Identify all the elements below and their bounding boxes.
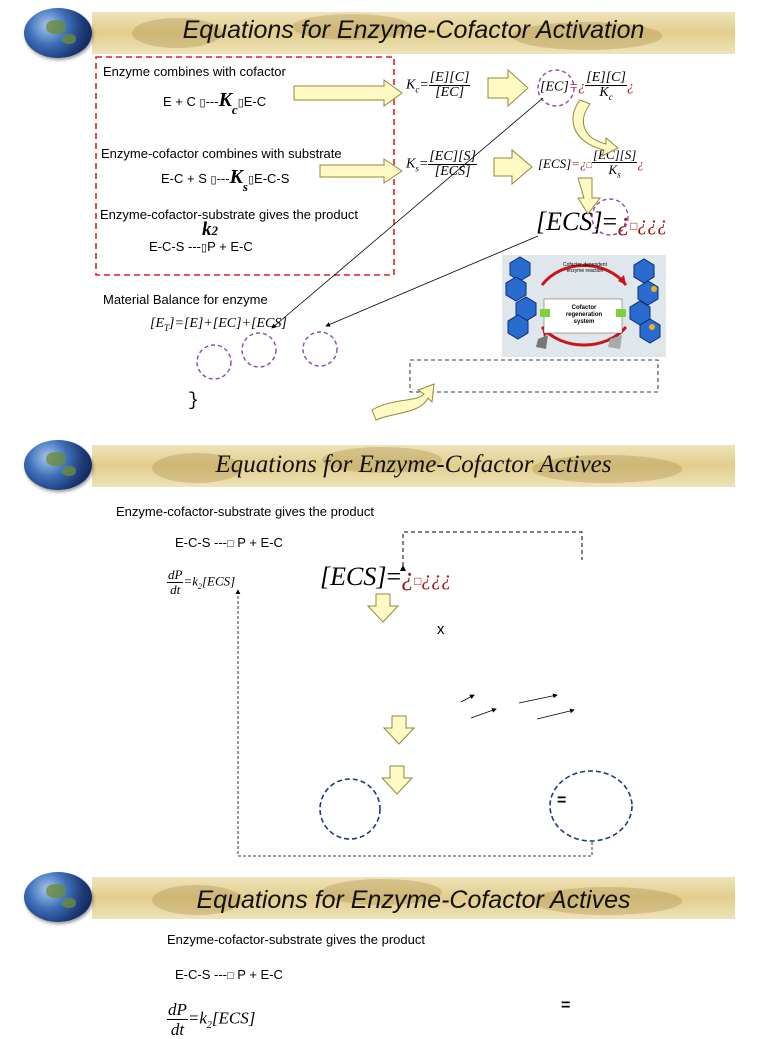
slide3-equals: = [561, 997, 571, 1014]
small-arrow-4 [536, 708, 575, 720]
slide2-title-banner: Equations for Enzyme-Cofactor Actives [92, 445, 735, 487]
slide3-label: Enzyme-cofactor-substrate gives the prod… [167, 932, 425, 947]
arrow-step1-to-kc [293, 79, 403, 107]
small-arrow-1 [460, 694, 475, 703]
circle-balance-ec [241, 332, 277, 368]
slide2-ecs-equation: [ECS]=¿□¿¿¿ [320, 562, 452, 591]
slide2-reaction: E-C-S ---□ P + E-C [175, 535, 283, 550]
ks-equation: Ks=[EC][S][ECS] [406, 149, 477, 179]
dashed-placeholder-box [409, 359, 659, 393]
curved-arrow-ec-down [572, 99, 619, 157]
closing-brace: } [188, 391, 199, 411]
slide3-title-banner: Equations for Enzyme-Cofactor Actives [92, 877, 735, 919]
step2-label: Enzyme-cofactor combines with substrate [101, 146, 342, 161]
small-arrow-2 [470, 708, 497, 719]
kc-equation: Kc=[E][C][EC] [406, 70, 471, 100]
slide3-title: Equations for Enzyme-Cofactor Actives [196, 886, 631, 914]
slide2-title: Equations for Enzyme-Cofactor Actives [215, 451, 612, 478]
slide2-equals: = [557, 792, 567, 809]
curved-arrow-to-box [371, 383, 435, 421]
arrow-down-2 [382, 715, 416, 745]
material-balance-label: Material Balance for enzyme [103, 292, 268, 307]
connector-ecs-to-balance [325, 235, 539, 327]
step3-label: Enzyme-cofactor-substrate gives the prod… [100, 207, 358, 222]
ec-equation: [EC]=¿[E][C]Kc¿ [540, 70, 634, 102]
step1-equation: E + C ▯---Kc▯E-C [163, 89, 267, 117]
figure-top-label: Cofactor dependent enzyme reaction [563, 262, 607, 274]
step2-equation: E-C + S ▯---Ks▯E-C-S [161, 166, 290, 194]
circle-balance-ecs [302, 331, 338, 367]
dashed-connector-top [400, 531, 583, 571]
cofactor-regeneration-figure: Cofactor dependent enzyme reaction Cofac… [502, 255, 666, 357]
step3-equation: E-C-S ---▯P + E-C [149, 239, 253, 254]
circle-balance-e [196, 344, 232, 380]
step3-rate-constant: k2 [202, 219, 218, 240]
globe-icon [24, 8, 92, 58]
circle-ecs-top [591, 198, 629, 236]
figure-box-label: Cofactor regeneration system [565, 305, 603, 325]
slide1-title: Equations for Enzyme-Cofactor Activation [182, 16, 645, 44]
slide2-x-mark: x [437, 621, 445, 638]
arrow-step2-to-ks [319, 158, 403, 184]
dashed-connector-bottom [235, 589, 593, 857]
circle-navy-left [319, 778, 381, 840]
globe-icon [24, 872, 92, 922]
circle-ec-top [537, 69, 575, 107]
connector-ec-to-balance [271, 97, 544, 329]
slide3-reaction: E-C-S ---□ P + E-C [175, 967, 283, 982]
globe-icon [24, 440, 92, 490]
step1-label: Enzyme combines with cofactor [103, 64, 286, 79]
slide2-label: Enzyme-cofactor-substrate gives the prod… [116, 504, 374, 519]
ecs-equation-large: [ECS]=¿□¿¿¿ [536, 207, 668, 236]
arrow-down-1 [366, 593, 400, 623]
arrow-kc-to-ec [487, 68, 529, 108]
reaction-steps-box [95, 56, 395, 276]
arrow-ks-to-ecs [493, 148, 533, 186]
arrow-ecs-down [577, 177, 601, 215]
arrow-down-3 [380, 765, 414, 795]
circle-navy-right [549, 770, 633, 842]
small-arrow-3 [518, 693, 558, 704]
material-balance-equation: [ET]=[E]+[EC]+[ECS] [150, 316, 287, 333]
slide1-title-banner: Equations for Enzyme-Cofactor Activation [92, 12, 735, 54]
